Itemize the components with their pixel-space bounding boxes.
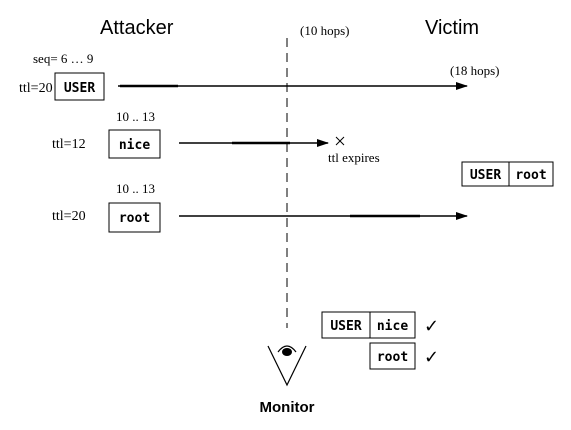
packet-payload-2: nice: [119, 138, 150, 153]
ttl-label-3: ttl=20: [52, 209, 86, 224]
ttl-label-2: ttl=12: [52, 137, 86, 152]
ttl-label-1: ttl=20: [19, 81, 53, 96]
victim-segment-root: [508, 161, 554, 187]
monitor-row1-check-icon: ✓: [424, 316, 439, 337]
attacker-heading: Attacker: [100, 17, 174, 39]
monitor-heading: Monitor: [260, 399, 315, 416]
packet-payload-1: USER: [64, 81, 95, 96]
packet-box-3: [108, 202, 161, 233]
packet-box-2: [108, 129, 161, 159]
packet-drop-x-icon: [335, 136, 345, 146]
victim-segment-user-text: USER: [470, 168, 501, 183]
monitor-eye-icon: [267, 345, 307, 387]
seq-label-1: seq= 6 … 9: [33, 51, 93, 66]
monitor-row2-check-icon: ✓: [424, 347, 439, 368]
monitor-segment-nice-text: nice: [377, 319, 408, 334]
packet-payload-3: root: [119, 211, 150, 226]
seq-label-2: 10 .. 13: [116, 109, 155, 124]
victim-segment-root-text: root: [515, 168, 546, 183]
victim-hops-label: (18 hops): [450, 63, 499, 78]
monitor-segment-nice: [369, 311, 416, 339]
monitor-segment-root: [369, 342, 416, 370]
victim-segment-user: [461, 161, 510, 187]
monitor-segment-user: [321, 311, 371, 339]
packet-box-1: [54, 72, 105, 101]
victim-heading: Victim: [425, 17, 479, 39]
seq-label-3: 10 .. 13: [116, 181, 155, 196]
monitor-hops-label: (10 hops): [300, 23, 349, 38]
ttl-expires-label: ttl expires: [328, 150, 380, 165]
monitor-segment-root-text: root: [377, 350, 408, 365]
monitor-segment-user-text: USER: [330, 319, 361, 334]
